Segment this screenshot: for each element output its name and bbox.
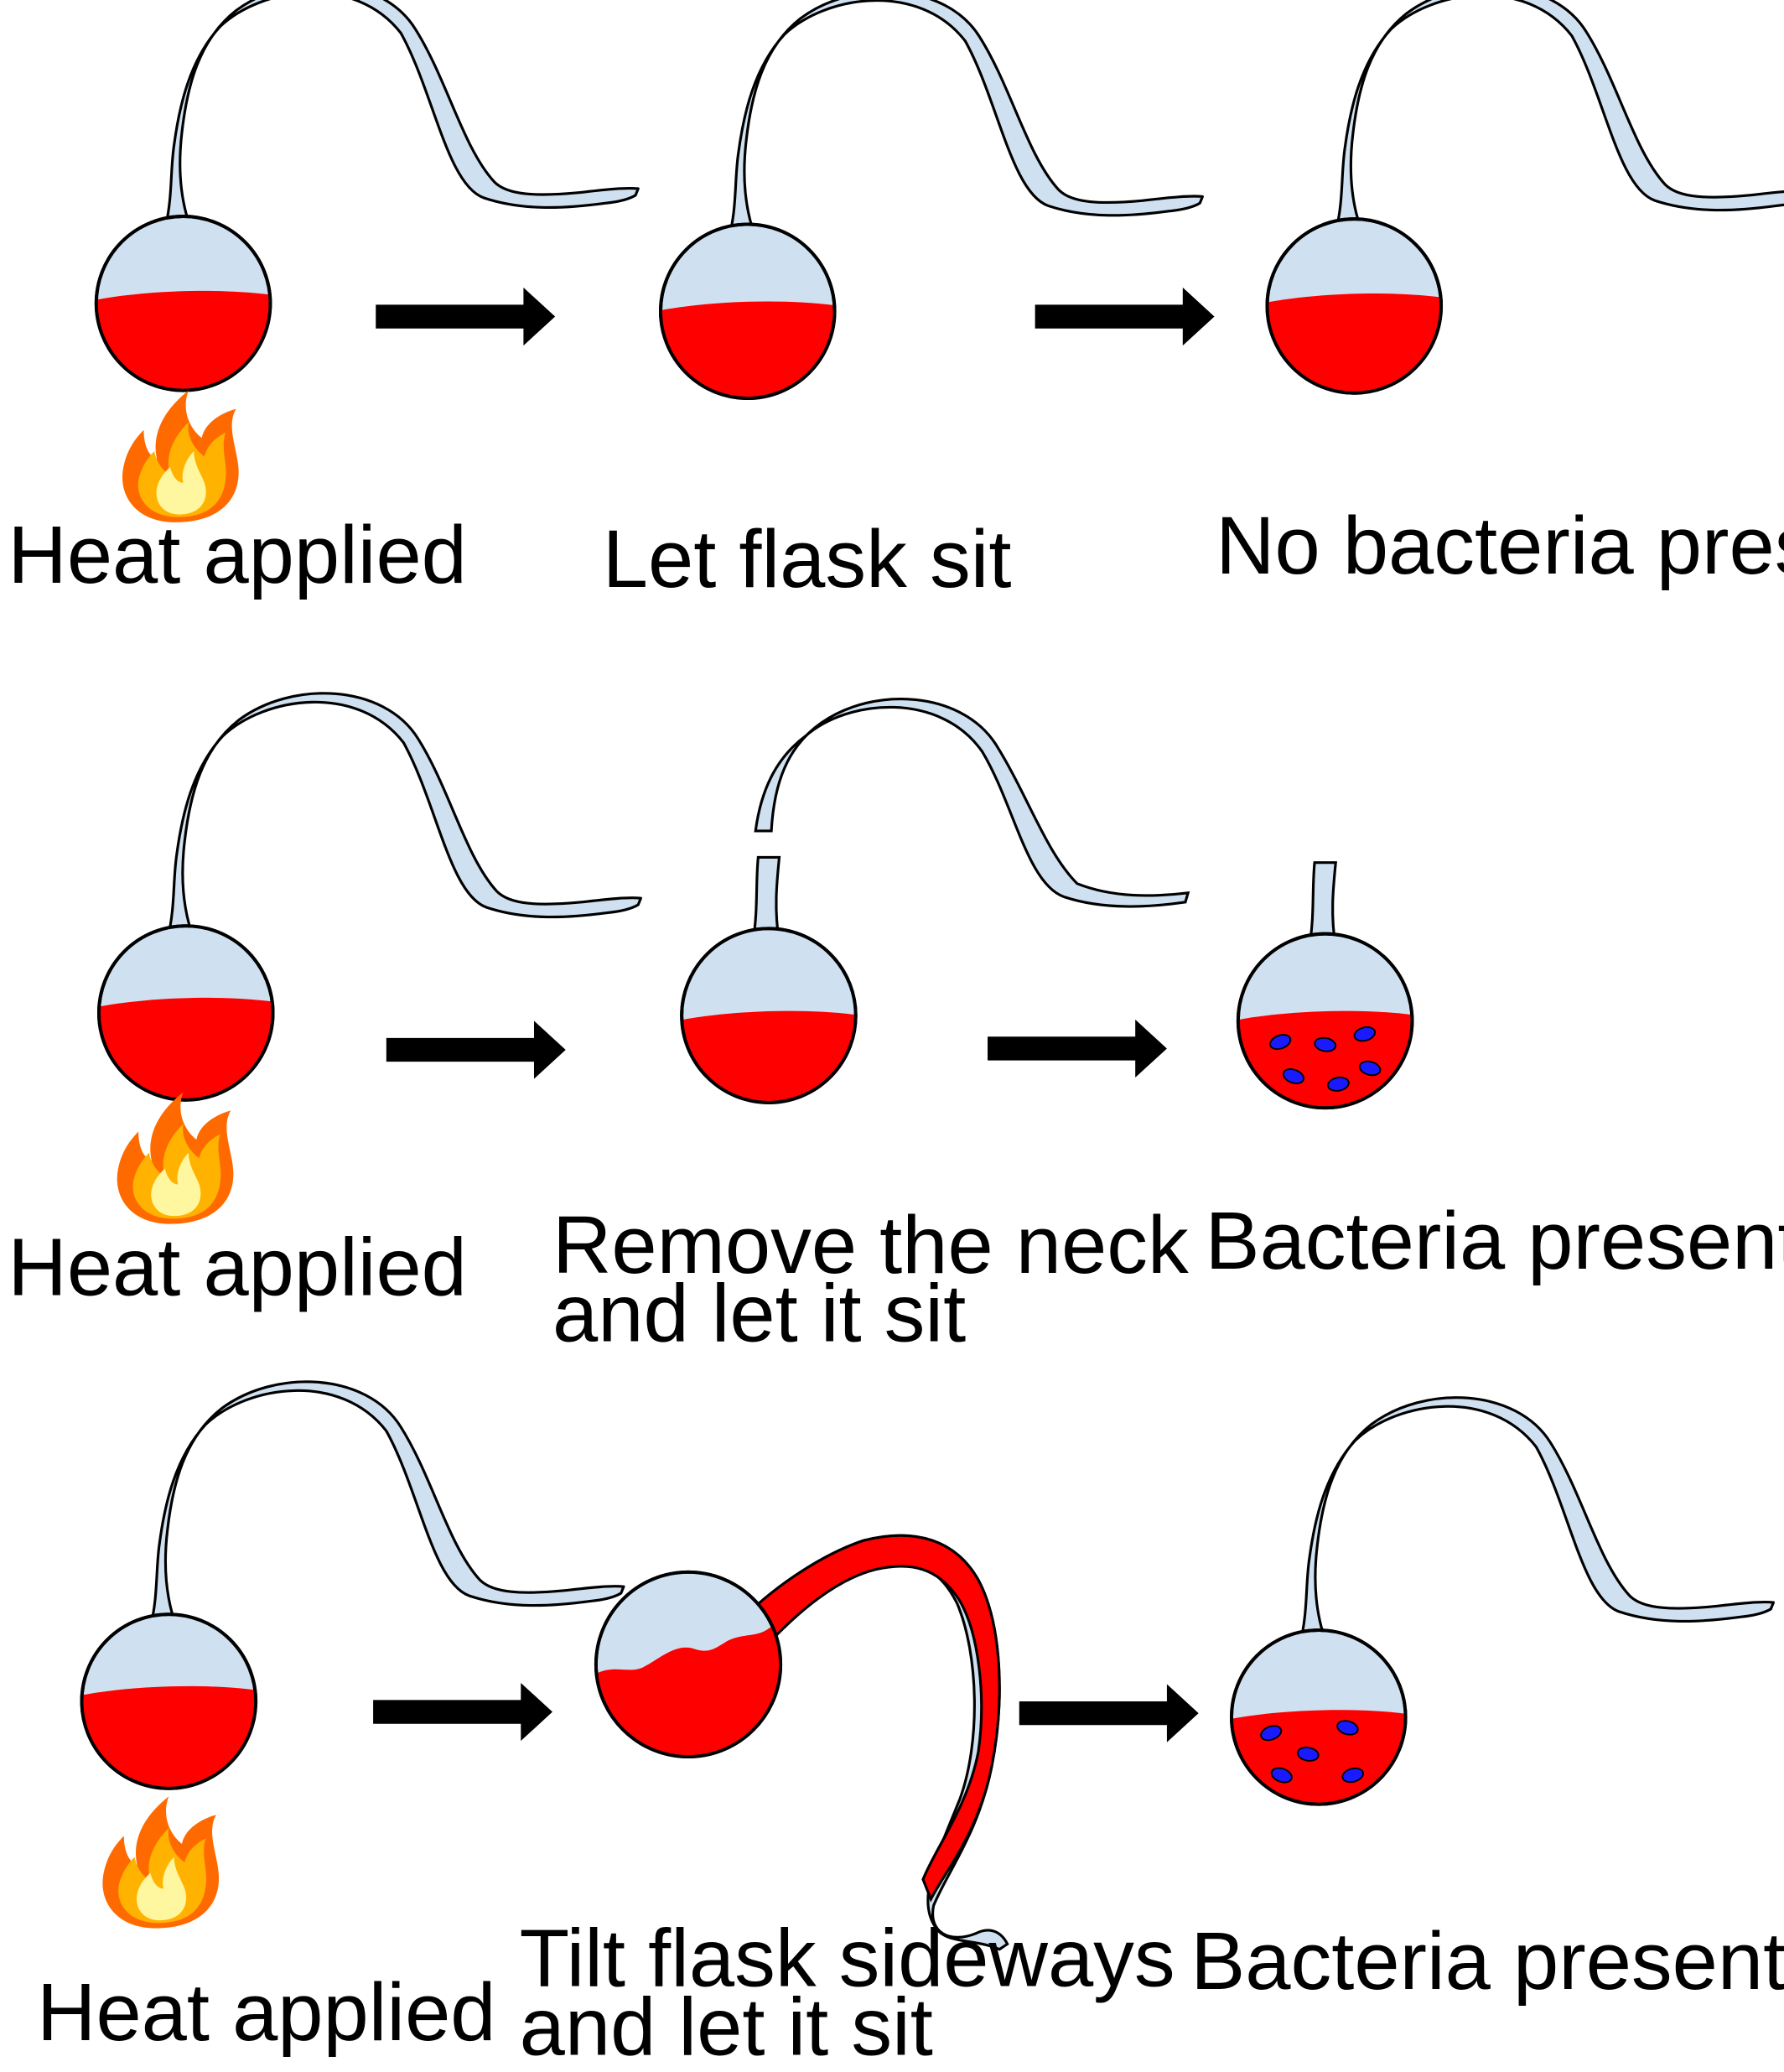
- flask-tilted: [594, 1534, 1009, 1951]
- arrow-icon: [988, 1019, 1167, 1078]
- swan-neck: [166, 692, 642, 941]
- flame-icon: [117, 1092, 234, 1224]
- flask-heated: [94, 0, 640, 392]
- flame-icon: [102, 1796, 220, 1929]
- arrow-icon: [376, 287, 556, 346]
- broth-liquid: [682, 1010, 855, 1102]
- flask-with-bacteria: [1236, 861, 1414, 1110]
- flask-with-bacteria: [1230, 1396, 1775, 1806]
- result-label: Bacteria present: [1206, 1195, 1784, 1286]
- flask-heated: [96, 692, 642, 1102]
- broth-in-neck: [720, 1534, 1001, 1903]
- flask-heated: [80, 1380, 625, 1790]
- bacterium-icon: [1296, 1746, 1320, 1762]
- bacterium-icon: [1358, 1060, 1382, 1077]
- swan-neck: [163, 0, 640, 231]
- broken-neck-stub: [751, 855, 781, 943]
- flask-no-bacteria: [1265, 0, 1784, 395]
- flask-sitting: [659, 0, 1204, 401]
- arrow-icon: [1035, 287, 1215, 346]
- broken-neck-stub: [1307, 861, 1338, 948]
- result-label: Bacteria present: [1190, 1915, 1784, 2007]
- swan-neck: [728, 0, 1204, 239]
- heat-label: Heat applied: [8, 1222, 466, 1313]
- step-label: Let flask sit: [603, 513, 1012, 605]
- result-label: No bacteria present: [1216, 500, 1784, 591]
- broth-liquid: [597, 1624, 780, 1756]
- step-label: Remove the neck: [552, 1199, 1189, 1290]
- step-label: and let it sit: [520, 1981, 933, 2072]
- bacterium-icon: [1314, 1036, 1337, 1052]
- arrow-icon: [386, 1020, 566, 1079]
- bacterium-icon: [1282, 1067, 1304, 1084]
- bacterium-icon: [1341, 1767, 1364, 1784]
- bacterium-icon: [1353, 1026, 1377, 1042]
- step-label: and let it sit: [552, 1268, 966, 1359]
- flame-icon: [122, 390, 239, 522]
- bacterium-icon: [1326, 1076, 1350, 1092]
- bacterium-icon: [1270, 1767, 1293, 1784]
- heat-label: Heat applied: [37, 1966, 495, 2058]
- swan-neck: [148, 1380, 625, 1629]
- bacterium-icon: [1269, 1034, 1292, 1051]
- bacterium-icon: [1336, 1720, 1359, 1736]
- arrow-icon: [373, 1682, 553, 1742]
- bacterium-icon: [1260, 1725, 1283, 1742]
- swan-neck: [1334, 0, 1784, 234]
- detached-swan-neck: [754, 698, 1190, 908]
- swan-neck: [1299, 1396, 1775, 1645]
- arrow-icon: [1019, 1684, 1199, 1742]
- heat-label: Heat applied: [8, 509, 466, 600]
- step-label: Tilt flask sideways: [520, 1913, 1175, 2004]
